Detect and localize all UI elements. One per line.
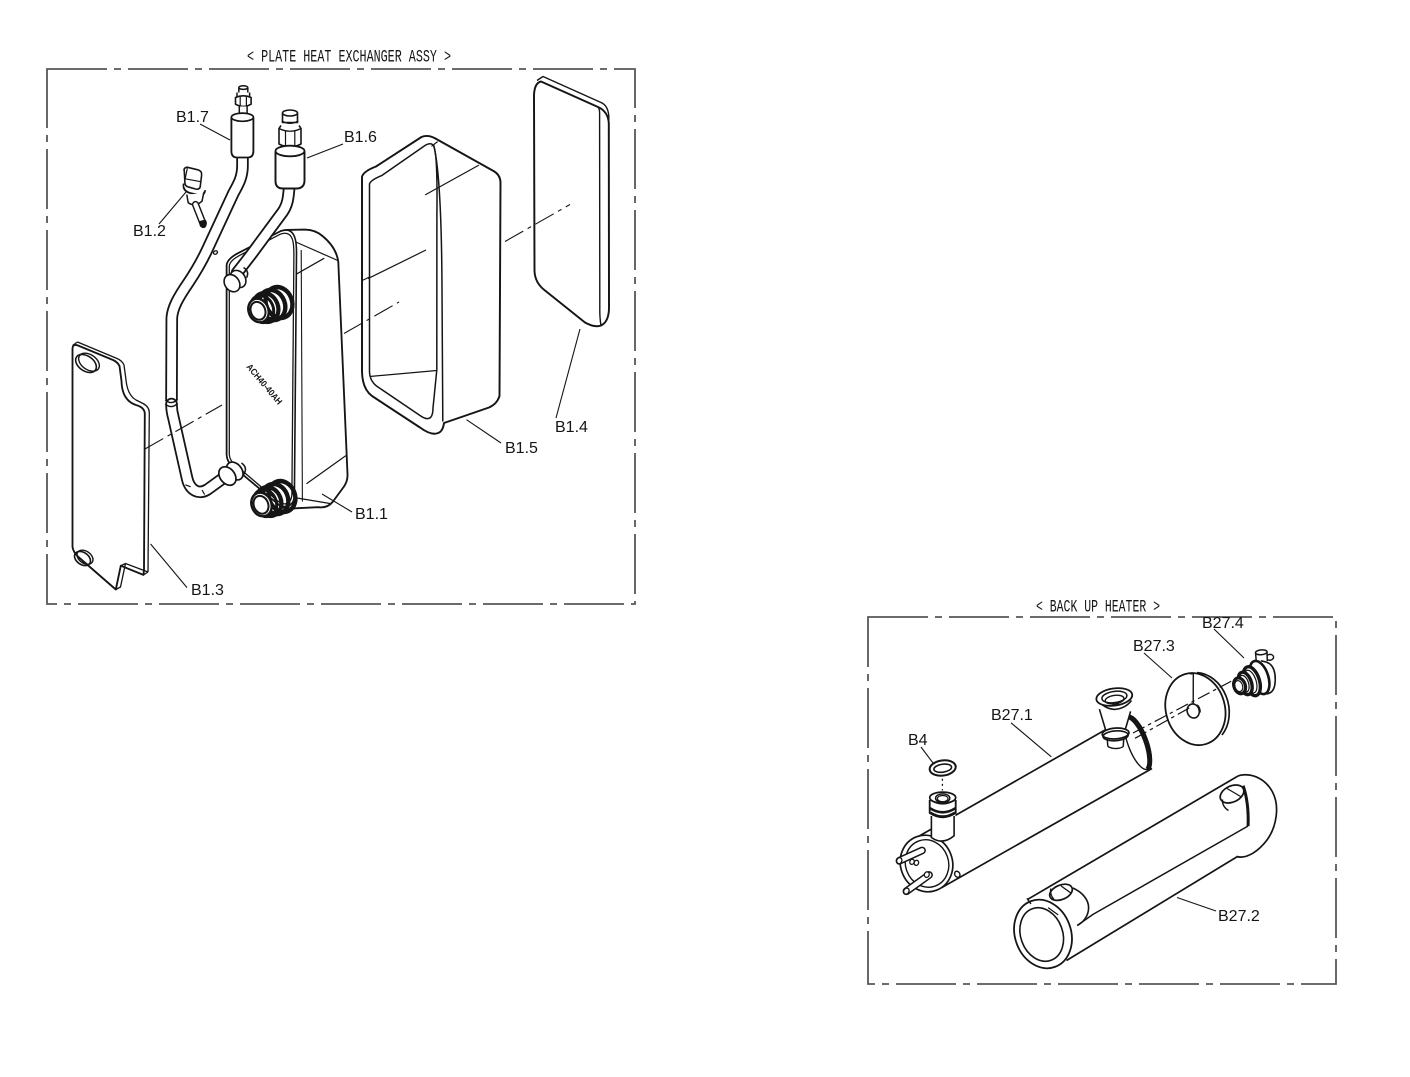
svg-text:B1.1: B1.1 — [355, 506, 388, 523]
svg-text:B27.3: B27.3 — [1133, 638, 1175, 655]
svg-text:< PLATE HEAT EXCHANGER ASSY >: < PLATE HEAT EXCHANGER ASSY > — [247, 48, 451, 68]
svg-text:B1.7: B1.7 — [176, 109, 209, 126]
svg-text:B1.5: B1.5 — [505, 440, 538, 457]
svg-text:B4: B4 — [908, 732, 928, 749]
svg-text:B1.3: B1.3 — [191, 582, 224, 599]
svg-text:B1.2: B1.2 — [133, 223, 166, 240]
svg-text:< BACK UP HEATER >: < BACK UP HEATER > — [1036, 598, 1160, 618]
svg-text:B27.1: B27.1 — [991, 707, 1033, 724]
svg-text:B1.6: B1.6 — [344, 129, 377, 146]
svg-text:B27.2: B27.2 — [1218, 908, 1260, 925]
svg-text:B1.4: B1.4 — [555, 419, 588, 436]
svg-text:B27.4: B27.4 — [1202, 615, 1244, 632]
